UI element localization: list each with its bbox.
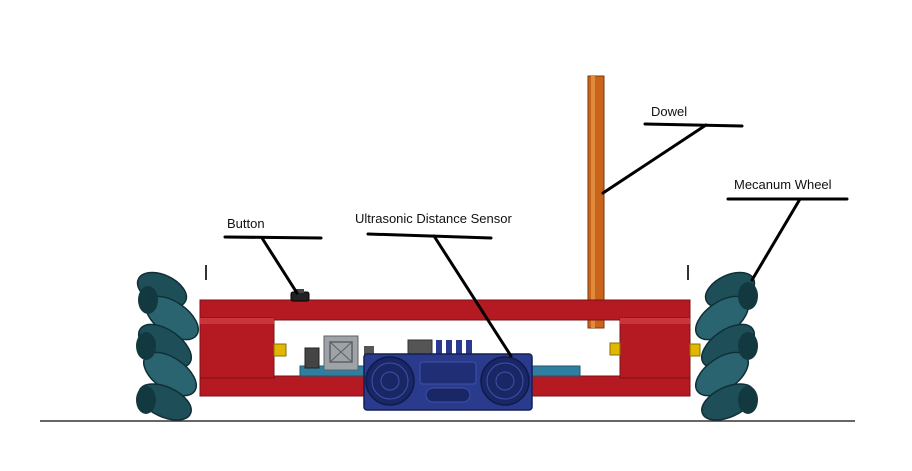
right-mecanum-wheel bbox=[687, 265, 758, 421]
frame-left-post bbox=[199, 317, 275, 379]
sensor-pointer bbox=[432, 234, 513, 358]
button-label-underline bbox=[223, 235, 323, 240]
sensor-label-underline bbox=[366, 232, 493, 240]
mecanum-pointer bbox=[750, 197, 802, 282]
connector-right bbox=[609, 342, 621, 356]
left-mecanum-wheel bbox=[136, 265, 207, 421]
chassis-frame bbox=[199, 299, 691, 397]
ultrasonic-sensor bbox=[363, 353, 533, 411]
button-part bbox=[290, 289, 310, 302]
dowel-label-underline bbox=[643, 122, 744, 128]
button-pointer bbox=[260, 236, 299, 295]
frame-right-post bbox=[619, 317, 691, 379]
connector-wheel-right bbox=[689, 343, 701, 357]
leader-lines bbox=[223, 122, 849, 358]
dowel bbox=[587, 75, 605, 329]
mecanum-wheel-label: Mecanum Wheel bbox=[734, 177, 832, 192]
frame-top-rail bbox=[199, 299, 691, 321]
button-label: Button bbox=[227, 216, 265, 231]
dowel-label: Dowel bbox=[651, 104, 687, 119]
connector-left bbox=[273, 343, 287, 357]
ultrasonic-sensor-label: Ultrasonic Distance Sensor bbox=[355, 211, 512, 226]
dowel-pointer bbox=[601, 123, 708, 195]
